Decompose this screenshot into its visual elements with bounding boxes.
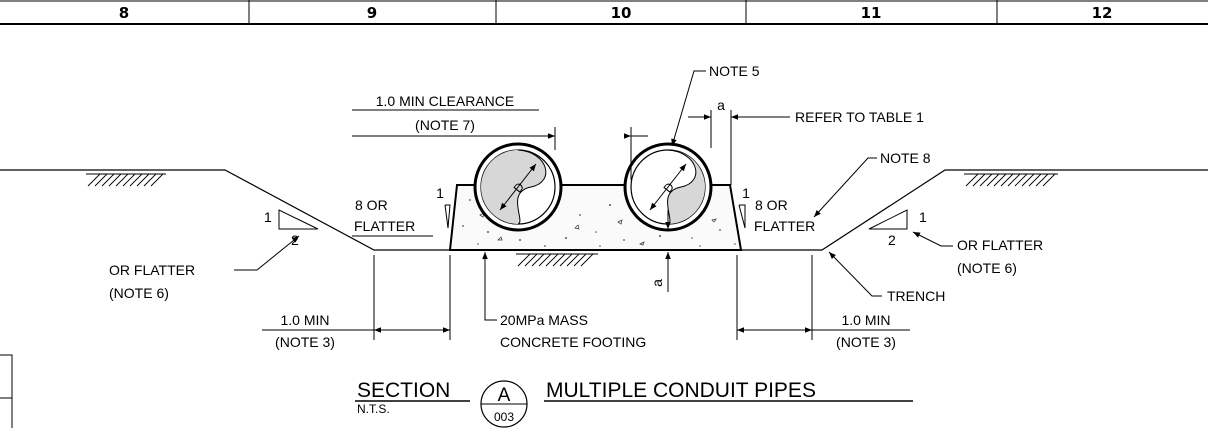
slope-one-left: 1 [436,185,444,201]
dim-a-top: a REFER TO TABLE 1 [688,97,924,185]
dim-a-vertical-label: a [649,279,665,287]
footing-line2: CONCRETE FOOTING [500,334,646,350]
ratio-triangle-right: 1 2 OR FLATTER (NOTE 6) [868,209,1043,276]
trench-leader: TRENCH [828,251,945,304]
or-flatter-left: OR FLATTER [109,262,195,278]
min-dimension-right: 1.0 MIN (NOTE 3) [736,255,910,350]
edge-frame [0,354,13,428]
note5-leader: NOTE 5 [671,63,760,147]
grid-col-11: 11 [861,4,882,22]
note3-right-label: (NOTE 3) [836,334,896,350]
dim-a-label: a [717,97,725,113]
grid-col-9: 9 [367,4,377,22]
slope-left-bottom: FLATTER [354,218,415,234]
note8-label: NOTE 8 [880,150,931,166]
note6-right: (NOTE 6) [957,260,1017,276]
grid-col-10: 10 [611,4,632,22]
slope-mark-right: 1 8 OR FLATTER [738,185,815,234]
nts-label: N.T.S. [357,402,390,416]
or-flatter-right: OR FLATTER [957,237,1043,253]
section-word: SECTION [357,379,450,402]
footing-line1: 20MPa MASS [500,312,588,328]
trench-label: TRENCH [887,288,945,304]
slope-one-right: 1 [742,185,750,201]
note7-label: (NOTE 7) [415,117,475,133]
grid-bar: 8 9 10 11 12 [0,0,1208,25]
ratio-left-one: 1 [264,209,272,225]
section-ref-sheet: 003 [494,410,514,424]
dim-a-vertical: a [640,210,700,292]
note5-label: NOTE 5 [709,63,760,79]
section-ref-letter: A [498,385,511,406]
note6-left: (NOTE 6) [109,285,169,301]
grid-col-8: 8 [119,4,129,22]
note3-left-label: (NOTE 3) [275,334,335,350]
min-right-label: 1.0 MIN [841,312,890,328]
slope-right-bottom: FLATTER [754,218,815,234]
grid-col-12: 12 [1092,4,1113,22]
conduit-pipe-right: D [623,142,713,232]
slope-right-top: 8 OR [755,197,788,213]
conduit-pipe-left: D [473,142,563,232]
min-left-label: 1.0 MIN [280,312,329,328]
refer-table-label: REFER TO TABLE 1 [795,109,924,125]
clearance-dimension: 1.0 MIN CLEARANCE (NOTE 7) [352,93,648,180]
slope-left-top: 8 OR [355,197,388,213]
ratio-left-two: 2 [291,232,299,248]
slope-mark-left: 1 8 OR FLATTER [352,185,451,237]
ratio-right-two: 2 [888,232,896,248]
ratio-triangle-left: 1 2 OR FLATTER (NOTE 6) [109,209,319,301]
trench-profile [0,169,1208,267]
section-name: MULTIPLE CONDUIT PIPES [546,379,816,402]
note8-leader: NOTE 8 [813,150,931,218]
min-dimension-left: 1.0 MIN (NOTE 3) [262,255,451,350]
min-clearance-label: 1.0 MIN CLEARANCE [376,93,514,109]
footing-leader: 20MPa MASS CONCRETE FOOTING [482,252,646,350]
ratio-right-one: 1 [919,209,927,225]
section-title: SECTION N.T.S. A 003 MULTIPLE CONDUIT PI… [355,379,913,428]
